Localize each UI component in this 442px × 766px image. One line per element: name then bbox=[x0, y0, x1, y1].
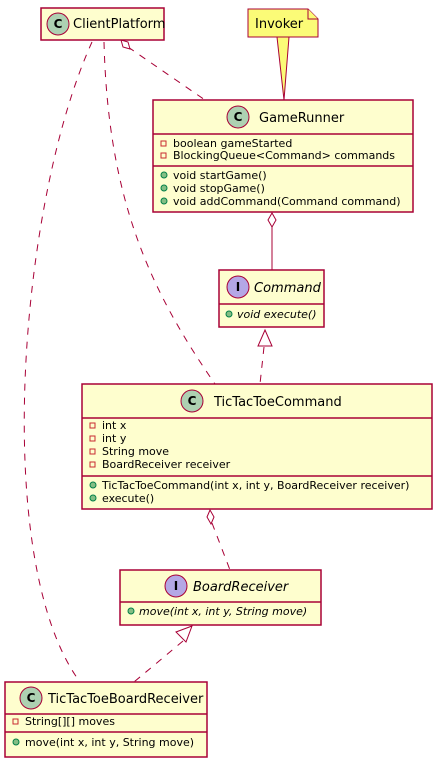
note-text: Invoker bbox=[255, 17, 304, 32]
interface-board-receiver[interactable]: I BoardReceiver move(int x, int y, Strin… bbox=[119, 569, 322, 626]
private-marker bbox=[160, 140, 167, 147]
field: BoardReceiver receiver bbox=[102, 458, 231, 471]
interface-command[interactable]: I Command void execute() bbox=[218, 269, 325, 328]
class-glyph: C bbox=[234, 110, 243, 124]
interface-name: Command bbox=[254, 281, 322, 296]
class-stereotype-icon bbox=[46, 12, 70, 36]
public-marker bbox=[160, 197, 168, 205]
public-marker bbox=[89, 494, 97, 502]
note-invoker: Invoker bbox=[247, 8, 319, 38]
edge-boardreceiver-impl bbox=[133, 640, 184, 683]
edge-tictactoecommand-boardreceiver bbox=[211, 522, 231, 571]
class-tictactoe-command[interactable]: C TicTacToeCommand int x int y String mo… bbox=[81, 383, 433, 510]
field: int y bbox=[102, 432, 127, 445]
realization-arrow-command bbox=[257, 328, 273, 347]
edge-clientplatform-gamerunner bbox=[127, 46, 206, 101]
class-stereotype-icon bbox=[19, 686, 43, 710]
class-name: TicTacToeBoardReceiver bbox=[47, 692, 204, 707]
class-glyph: C bbox=[27, 691, 36, 705]
edge-tictactoecommand-command bbox=[259, 346, 265, 385]
public-marker bbox=[127, 607, 135, 615]
interface-name: BoardReceiver bbox=[193, 580, 290, 595]
method: execute() bbox=[102, 492, 154, 505]
class-name: GameRunner bbox=[259, 111, 345, 126]
public-marker bbox=[89, 481, 97, 489]
private-marker bbox=[89, 448, 96, 455]
private-marker bbox=[12, 718, 19, 725]
interface-glyph: I bbox=[236, 280, 240, 294]
public-marker bbox=[12, 738, 20, 746]
method: void stopGame() bbox=[173, 182, 265, 195]
interface-glyph: I bbox=[174, 579, 178, 593]
aggregation-diamond-tictactoecommand bbox=[206, 508, 215, 526]
edge-clientplatform-tictactoecommand bbox=[103, 41, 216, 385]
class-name: ClientPlatform bbox=[73, 17, 165, 32]
method: TicTacToeCommand(int x, int y, BoardRece… bbox=[101, 479, 409, 492]
class-stereotype-icon bbox=[180, 389, 204, 413]
field: String move bbox=[102, 445, 169, 458]
field: int x bbox=[102, 419, 127, 432]
interface-stereotype-icon bbox=[164, 574, 188, 598]
interface-stereotype-icon bbox=[226, 275, 250, 299]
public-marker bbox=[160, 184, 168, 192]
class-name: TicTacToeCommand bbox=[213, 395, 342, 410]
class-tictactoe-board-receiver[interactable]: C TicTacToeBoardReceiver String[][] move… bbox=[4, 681, 208, 758]
private-marker bbox=[89, 435, 96, 442]
method: move(int x, int y, String move) bbox=[139, 605, 307, 618]
class-glyph: C bbox=[188, 394, 197, 408]
method: void execute() bbox=[237, 308, 317, 321]
private-marker bbox=[89, 461, 96, 468]
public-marker bbox=[225, 310, 233, 318]
private-marker bbox=[160, 152, 167, 159]
edge-clientplatform-boardreceiver-impl bbox=[23, 41, 93, 683]
field: BlockingQueue<Command> commands bbox=[173, 149, 395, 162]
aggregation-diamond-gamerunner bbox=[267, 211, 277, 229]
field: String[][] moves bbox=[25, 715, 115, 728]
field: boolean gameStarted bbox=[173, 137, 292, 150]
public-marker bbox=[160, 171, 168, 179]
class-glyph: C bbox=[54, 17, 63, 31]
method: void addCommand(Command command) bbox=[173, 195, 401, 208]
class-client-platform[interactable]: C ClientPlatform bbox=[40, 7, 165, 41]
realization-arrow-boardreceiver bbox=[175, 625, 193, 643]
class-game-runner[interactable]: C GameRunner boolean gameStarted Blockin… bbox=[152, 99, 414, 213]
private-marker bbox=[89, 422, 96, 429]
aggregation-diamond-clientplatform bbox=[120, 39, 131, 50]
note-anchor bbox=[276, 36, 290, 101]
method: void startGame() bbox=[173, 169, 267, 182]
class-stereotype-icon bbox=[226, 105, 250, 129]
method: move(int x, int y, String move) bbox=[25, 736, 194, 749]
